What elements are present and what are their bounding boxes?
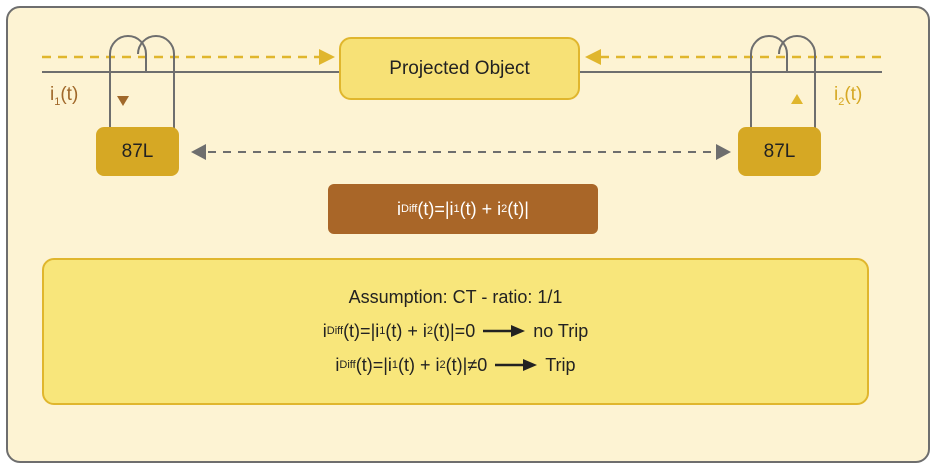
l1-result: no Trip	[533, 320, 589, 341]
right-current-symbol: i	[834, 84, 839, 105]
arrow-into-object-right	[585, 49, 601, 65]
l1-b: (t) + i	[385, 320, 427, 341]
down-marker-icon	[117, 96, 129, 106]
formula-sub1: 1	[453, 203, 460, 215]
l1-a: (t)=|i	[343, 320, 380, 341]
left-relay-label: 87L	[121, 140, 154, 162]
l2-result: Trip	[545, 354, 576, 375]
l1-s2: 2	[426, 325, 434, 337]
right-ct-coil-1	[750, 35, 788, 130]
l2-c: (t)|≠0	[445, 354, 488, 375]
right-relay-label: 87L	[763, 140, 796, 162]
arrow-into-object-left	[319, 49, 335, 65]
right-arrow-icon	[483, 325, 526, 337]
left-ct-coil-2	[137, 35, 175, 130]
l1-diff: Diff	[326, 325, 344, 337]
l1-i: i	[322, 320, 327, 341]
left-current-sub: 1	[54, 96, 61, 108]
formula-part1: (t)=|i	[417, 198, 454, 219]
formula-part3: (t)|	[507, 198, 529, 219]
l2-diff: Diff	[339, 359, 356, 371]
formula-part2: (t) + i	[459, 198, 502, 219]
l1-s1: 1	[379, 325, 386, 337]
left-current-symbol: i	[50, 84, 55, 105]
projected-object-label: Projected Object	[389, 57, 530, 79]
right-current-label: i2(t)	[834, 85, 862, 108]
l2-a: (t)=|i	[355, 354, 392, 375]
formula-diff-sub: Diff	[401, 203, 418, 215]
left-current-label: i1(t)	[50, 85, 78, 108]
projected-object-box: Projected Object	[339, 37, 580, 100]
formula-sub2: 2	[501, 203, 508, 215]
l1-c: (t)|=0	[433, 320, 476, 341]
right-ct-coil-2	[778, 35, 816, 130]
l2-s2: 2	[439, 359, 446, 371]
comm-arrow-right-icon	[716, 144, 731, 160]
l2-b: (t) + i	[398, 354, 440, 375]
right-arrow-icon	[495, 359, 538, 371]
left-current-tail: (t)	[60, 84, 79, 105]
formula-i: i	[397, 198, 402, 219]
right-current-sub: 2	[838, 96, 845, 108]
l2-s1: 1	[391, 359, 399, 371]
left-ct-coil-1	[109, 35, 147, 130]
up-marker-icon	[791, 94, 803, 104]
l2-i: i	[335, 354, 340, 375]
comm-arrow-left-icon	[191, 144, 206, 160]
right-current-tail: (t)	[844, 84, 863, 105]
assumption-title: Assumption: CT - ratio: 1/1	[348, 286, 563, 307]
right-relay-87l: 87L	[738, 127, 821, 176]
left-relay-87l: 87L	[96, 127, 179, 176]
